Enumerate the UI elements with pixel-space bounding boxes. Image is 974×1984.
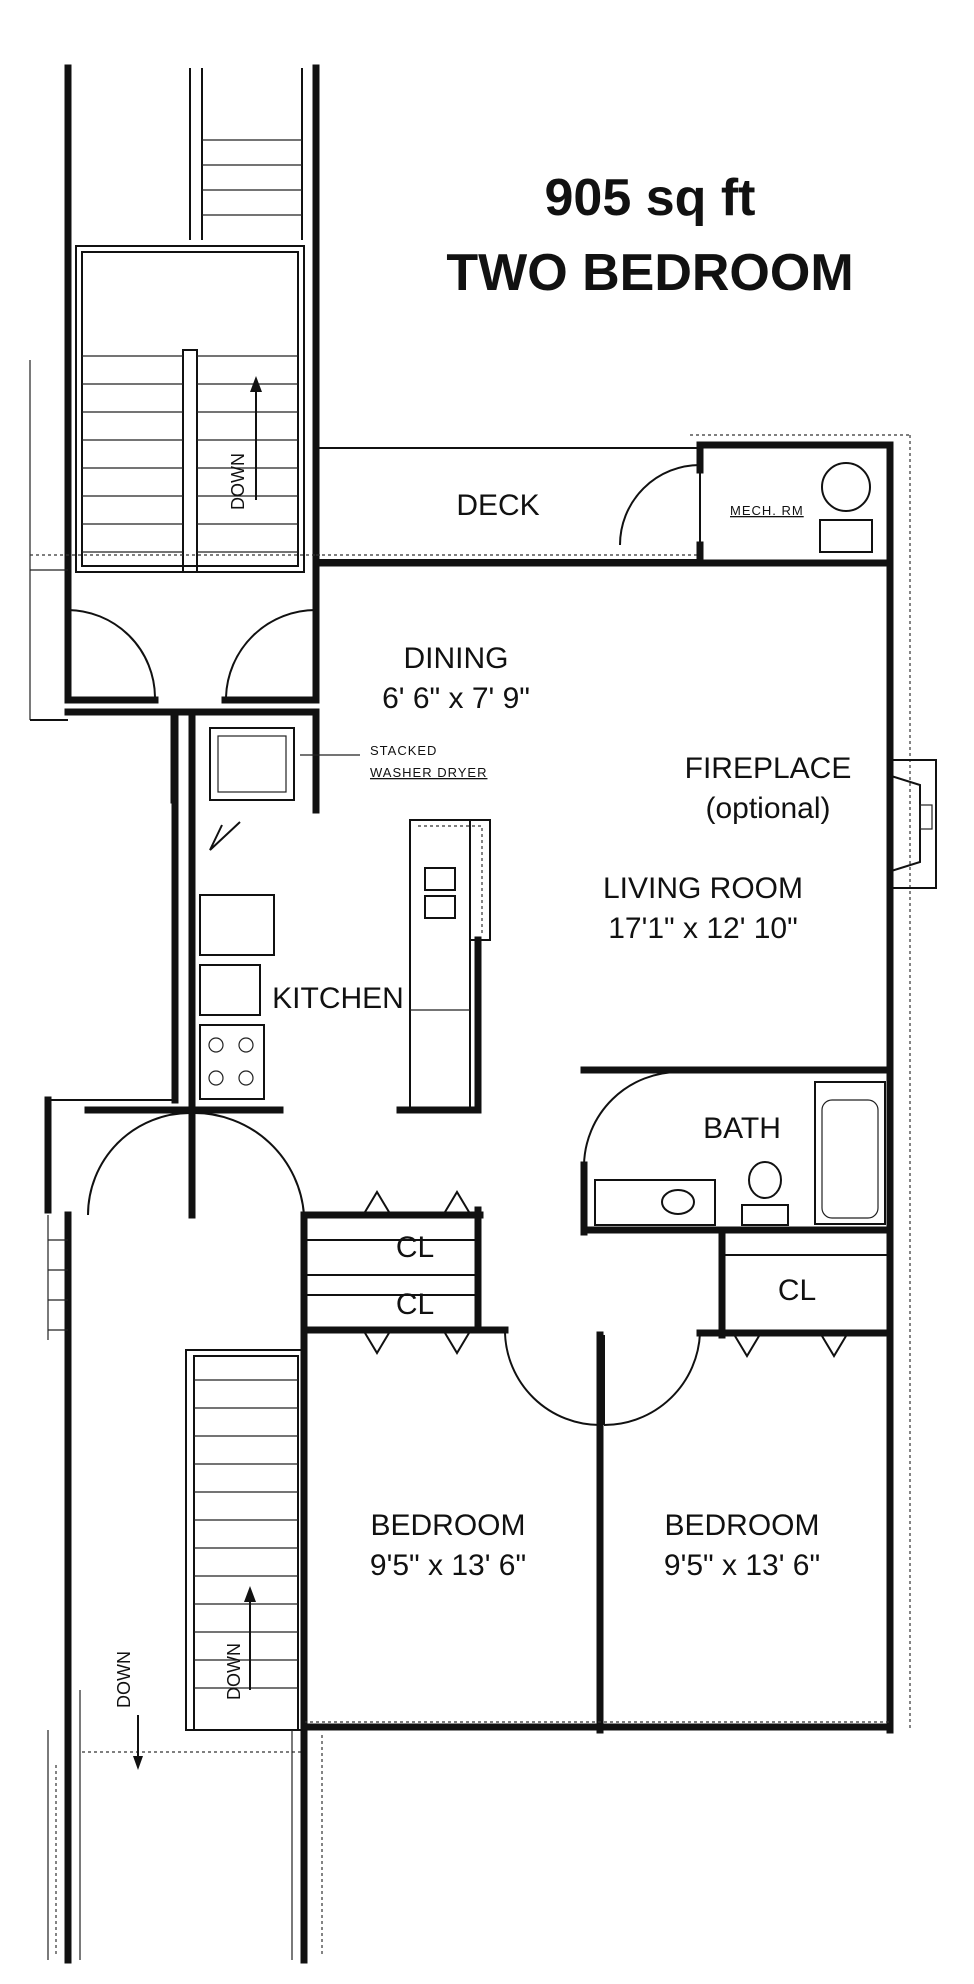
furnace-icon: [819, 519, 873, 553]
bifold-door-icon-3: [734, 1335, 847, 1358]
water-heater-icon: [821, 462, 871, 512]
fireplace-label: FIREPLACE: [685, 752, 852, 785]
kitchen-label: KITCHEN: [272, 982, 404, 1015]
up-arrow-icon: [250, 376, 262, 500]
sink-icon: [424, 867, 456, 891]
fireplace-icon: [887, 773, 921, 874]
bedroom-2-size: 9'5" x 13' 6": [664, 1549, 820, 1582]
bath: BATH: [580, 1066, 894, 1236]
living-room-label: LIVING ROOM: [603, 872, 803, 905]
toilet-icon: [748, 1161, 782, 1199]
kitchen-peninsula: [409, 819, 491, 1114]
bedroom-closet: CL: [700, 1228, 894, 1358]
bedroom-1-size: 9'5" x 13' 6": [370, 1549, 526, 1582]
upper-stair-treads-top: [202, 139, 302, 216]
stove-icon: [199, 1024, 265, 1100]
plan-title: 905 sq ft TWO BEDROOM: [446, 169, 853, 302]
washer-label-line2: WASHER DRYER: [370, 765, 487, 780]
lower-door-swing-right: [193, 1111, 305, 1216]
bath-label: BATH: [703, 1112, 781, 1145]
stair-label-outside: DOWN: [114, 1651, 134, 1708]
kitchen: STACKED WASHER DRYER KITCHEN: [64, 708, 491, 1114]
upper-stair-treads: [82, 355, 298, 553]
area-label: 905 sq ft: [545, 169, 756, 227]
bathtub-icon: [814, 1081, 886, 1225]
stacked-washer-dryer-icon: [209, 727, 295, 801]
fireplace-note: (optional): [705, 792, 830, 825]
bifold-door-icon-2: [364, 1332, 470, 1355]
fridge-icon: [199, 894, 275, 956]
lower-entry: [44, 708, 305, 1964]
sink-icon-2: [424, 895, 456, 919]
bedrooms: BEDROOM 9'5" x 13' 6" BEDROOM 9'5" x 13'…: [304, 1326, 890, 1734]
entry-door-swing-left: [67, 609, 156, 698]
down-arrow-icon: [133, 1715, 143, 1770]
stair-label-lower: DOWN: [224, 1643, 244, 1700]
lower-stair-treads: [194, 1379, 298, 1689]
fireplace: FIREPLACE (optional): [685, 752, 937, 889]
mech-room: MECH. RM: [696, 441, 894, 764]
closet-label-3: CL: [778, 1274, 816, 1307]
sink-bath-icon: [661, 1189, 695, 1215]
entry-door-swing-right: [225, 609, 317, 698]
upper-entry: [30, 556, 320, 721]
hall-closets: CL CL: [300, 1190, 484, 1355]
deck-door-swing: [619, 464, 701, 546]
bedroom-2-label: BEDROOM: [664, 1509, 819, 1542]
deck-label: DECK: [456, 489, 539, 522]
living-room-size: 17'1" x 12' 10": [608, 912, 798, 945]
lower-stairwell: DOWN DOWN: [47, 1349, 323, 1964]
lower-door-swing-left: [87, 1112, 191, 1216]
dining-size: 6' 6" x 7' 9": [382, 682, 530, 715]
bath-door-swing: [583, 1071, 680, 1166]
up-arrow-icon-lower: [244, 1586, 256, 1690]
bedroom-1-label: BEDROOM: [370, 1509, 525, 1542]
mech-room-label: MECH. RM: [730, 503, 804, 518]
bedroom-1-door-swing: [504, 1332, 601, 1426]
pantry-door-icon: [209, 821, 241, 851]
dining-label: DINING: [404, 642, 509, 675]
bedroom-2-door-swing: [603, 1332, 701, 1427]
bifold-door-icon: [364, 1190, 470, 1213]
upper-stairwell: DOWN: [29, 64, 320, 720]
stair-label-upper: DOWN: [228, 453, 248, 510]
washer-label-line1: STACKED: [370, 743, 437, 758]
unit-type-label: TWO BEDROOM: [446, 244, 853, 302]
closet-label-1: CL: [396, 1231, 434, 1264]
closet-label-2: CL: [396, 1288, 434, 1321]
counter-icon: [199, 964, 261, 1016]
vanity-icon: [594, 1179, 716, 1226]
